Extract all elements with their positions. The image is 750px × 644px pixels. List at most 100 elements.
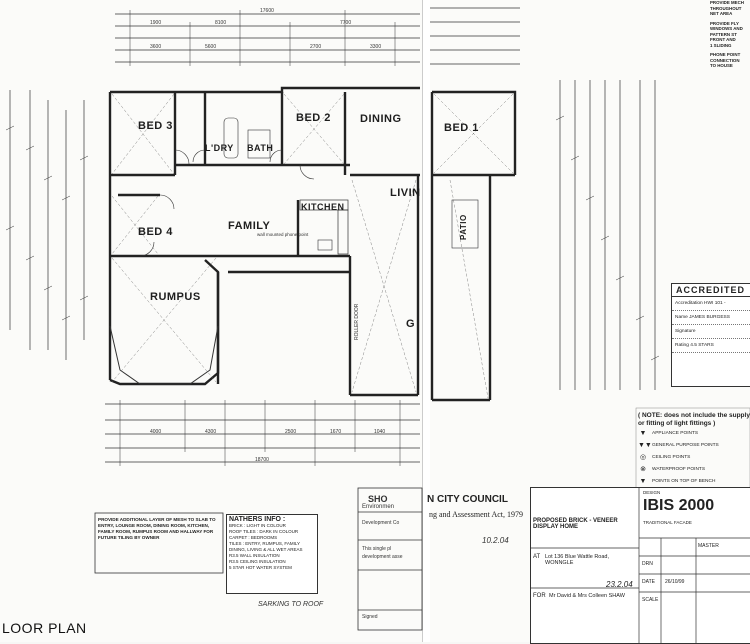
room-family: FAMILY [228, 220, 271, 232]
nathers-heading: NATHERS INFO : [229, 516, 286, 523]
room-living: LIVIN [390, 187, 421, 199]
dim-bottom-3: 2500 [285, 429, 297, 435]
dim-bottom-4: 1670 [330, 429, 342, 435]
dim-bottom-1: 4000 [150, 429, 162, 435]
room-garage: G [406, 318, 416, 330]
gpo-icon: ▼▼ [638, 442, 652, 449]
dim-top-4: 3600 [150, 44, 162, 50]
note-line: PHONE POINT [710, 52, 741, 57]
accredited-line: Signature [672, 325, 750, 339]
legend-label: POINTS ON TOP OF BENCH [652, 479, 716, 484]
waterproof-point-icon: ⊗ [640, 466, 646, 473]
council-name: N CITY COUNCIL [427, 494, 508, 505]
finish-line: TILES : ENTRY, RUMPUS, FAMILY [229, 541, 301, 546]
council-sho: SHO [368, 494, 388, 504]
room-bed4: BED 4 [138, 226, 173, 238]
note-line: NET AREA [710, 11, 733, 16]
dim-top-2: 8100 [215, 20, 227, 26]
legend-note: ( NOTE: does not include the supply or f… [638, 412, 750, 427]
legend-item: ◎ CEILING POINTS [638, 452, 750, 464]
council-signed: Signed [362, 614, 378, 620]
design-label: DESIGN [643, 490, 661, 495]
phone-point-note: wall mounted phone point [257, 232, 309, 237]
room-patio: PATIO [459, 214, 468, 240]
accredited-assessor-box: ACCREDITED Accreditation HWI 101 - Name … [671, 283, 750, 387]
dim-top-overall: 17600 [260, 8, 274, 14]
drawn-label: DRN [642, 561, 653, 567]
legend-label: CEILING POINTS [652, 455, 691, 460]
note-line: PATTERN ST [710, 31, 737, 37]
dim-top-6: 2700 [310, 44, 322, 50]
roller-door-label: ROLLER DOOR [354, 303, 360, 340]
note-line: WINDOWS AND [710, 26, 743, 31]
client-label: FOR [533, 593, 546, 599]
council-act: ng and Assessment Act, 1979 [429, 510, 523, 519]
sarking-handnote: SARKING TO ROOF [258, 601, 324, 608]
dim-top-5: 5600 [205, 44, 217, 50]
date-label: DATE [642, 579, 655, 585]
note-line: CONNECTION [710, 57, 740, 63]
dim-top-3: 7700 [340, 20, 352, 26]
room-bed3: BED 3 [138, 120, 173, 132]
finish-line: ROOF TILES : DARK IN COLOUR [229, 529, 299, 534]
accredited-heading: ACCREDITED [672, 284, 750, 297]
dim-bottom-2: 4300 [205, 429, 217, 435]
legend-label: WATERPROOF POINTS [652, 467, 706, 472]
finish-line: R3.5 WALL INSULATION [229, 553, 280, 558]
scale-label: SCALE [642, 597, 659, 603]
note-line: THROUGHOUT [710, 5, 742, 11]
legend-label: GENERAL PURPOSE POINTS [652, 443, 719, 448]
note-line: FRONT AND [710, 37, 736, 42]
room-bath: BATH [247, 143, 274, 153]
note-line: PROVIDE FLY [710, 20, 739, 26]
council-dev: Development Co [362, 520, 400, 526]
accredited-line: Name JAMES BURGESS [672, 311, 750, 325]
dim-top-7: 3300 [370, 44, 382, 50]
mesh-notes: Provide additional layer of mesh to slab… [98, 517, 216, 540]
finish-line: DINING, LIVING & ALL WET AREAS [229, 547, 303, 552]
note-line: 1 SLIDING [710, 42, 732, 48]
ceiling-point-icon: ◎ [639, 454, 647, 461]
accredited-line: Rating 4.5 STARS [672, 339, 750, 353]
plan-sheet-left [0, 0, 422, 642]
finish-line: 5 STAR HOT WATER SYSTEM [229, 565, 292, 570]
council-date: 10.2.04 [482, 536, 509, 545]
design-sub: TRADITIONAL FACADE [643, 520, 692, 525]
council-devasse: development asse [362, 554, 403, 560]
appliance-point-icon: ▼ [639, 430, 647, 437]
location-label: AT [533, 554, 541, 560]
master-label: MASTER [698, 543, 719, 549]
room-bed1: BED 1 [444, 122, 479, 134]
project-description: PROPOSED BRICK - VENEER DISPLAY HOME [533, 518, 618, 530]
legend-item: ▼ APPLIANCE POINTS [638, 428, 750, 440]
legend-item: ▼ POINTS ON TOP OF BENCH [638, 476, 750, 488]
room-laundry: L'DRY [205, 143, 234, 153]
legend-label: APPLIANCE POINTS [652, 431, 699, 436]
dim-bottom-overall: 18700 [255, 457, 269, 463]
dim-top-1: 1900 [150, 20, 162, 26]
title-block-grid [531, 488, 750, 643]
bench-top-point-icon: ▼ [639, 478, 647, 485]
council-env: Environmen [362, 504, 395, 510]
room-dining: DINING [360, 113, 402, 125]
finish-line: R3.5 CEILING INSULATION [229, 559, 286, 564]
design-name: IBIS 2000 [643, 497, 715, 514]
room-bed2: BED 2 [296, 112, 331, 124]
title-block: PROPOSED BRICK - VENEER DISPLAY HOME AT … [530, 487, 750, 644]
plan-title: LOOR PLAN [2, 620, 87, 636]
nathers-info-box: NATHERS INFO : BRICK : LIGHT IN COLOUR R… [226, 514, 318, 594]
room-rumpus: RUMPUS [150, 291, 201, 303]
hand-date: 23.2.04 [606, 580, 633, 589]
finish-line: BRICK : LIGHT IN COLOUR [229, 523, 286, 528]
legend-item: ⊗ WATERPROOF POINTS [638, 464, 750, 476]
project-location: Lot 136 Blue Wattle Road, WONNGLE [545, 554, 610, 566]
legend-item: ▼▼GENERAL PURPOSE POINTS [638, 440, 750, 452]
room-kitchen: KITCHEN [301, 202, 345, 212]
dim-bottom-5: 1040 [374, 429, 386, 435]
drawing-date: 26/10/99 [665, 579, 685, 585]
note-line: TO HOUSE [710, 63, 733, 68]
finish-line: CARPET : BEDROOMS [229, 535, 278, 540]
accredited-line: Accreditation HWI 101 - [672, 297, 750, 311]
note-line: PROVIDE MECH [710, 0, 744, 5]
